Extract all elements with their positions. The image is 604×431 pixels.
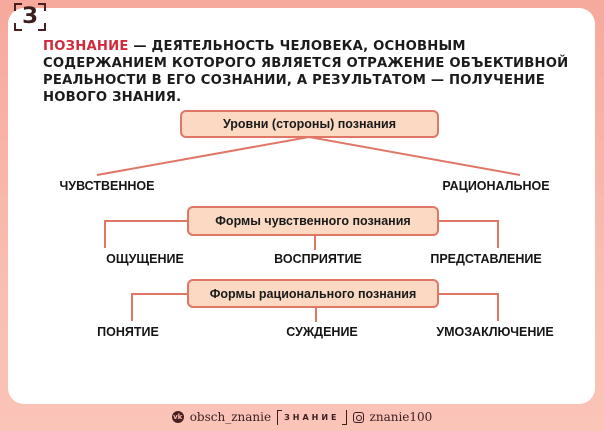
levels-box: Уровни (стороны) познания [180,110,439,138]
footer: vk obsch_znanie ЗНАНИЕ znanie100 [0,409,604,425]
connector-sensory-right [438,220,499,248]
logo-bracket [38,3,46,11]
connector-rational-left [131,293,187,321]
rational-item-inference: УМОЗАКЛЮЧЕНИЕ [436,325,554,339]
vk-icon[interactable]: vk [171,411,184,423]
level-sensory-label: ЧУВСТВЕННОЕ [59,179,155,193]
instagram-handle[interactable]: znanie100 [369,410,433,424]
logo-bracket [14,23,22,31]
rational-forms-box: Формы рационального познания [187,279,439,308]
instagram-icon[interactable] [352,411,364,423]
logo-bracket [38,23,46,31]
connector-rational-right [438,293,499,321]
sensory-forms-box: Формы чувственного познания [187,206,439,236]
sensory-item-representation: ПРЕДСТАВЛЕНИЕ [430,252,542,266]
sensory-item-perception: ВОСПРИЯТИЕ [274,252,362,266]
logo-glyph: З [22,4,38,29]
sensory-item-sensation: ОЩУЩЕНИЕ [106,252,184,266]
levels-title: Уровни (стороны) познания [222,117,397,131]
brand-logo: ЗНАНИЕ [277,409,347,425]
rational-forms-title: Формы рационального познания [209,286,417,301]
definition-body: — ДЕЯТЕЛЬНОСТЬ ЧЕЛОВЕКА, ОСНОВНЫМ СОДЕРЖ… [43,39,569,105]
level-rational-label: РАЦИОНАЛЬНОЕ [442,179,550,193]
vk-handle[interactable]: obsch_znanie [189,410,272,424]
definition-term: ПОЗНАНИЕ [43,39,129,54]
connector-levels [96,135,521,176]
sensory-forms-title: Формы чувственного познания [215,214,411,228]
rational-item-concept: ПОНЯТИЕ [97,325,159,339]
logo: З [14,3,46,31]
logo-bracket [14,3,22,11]
connector-sensory-left [104,220,187,248]
definition-text: ПОЗНАНИЕ — ДЕЯТЕЛЬНОСТЬ ЧЕЛОВЕКА, ОСНОВН… [43,38,583,106]
rational-item-judgment: СУЖДЕНИЕ [286,325,358,339]
